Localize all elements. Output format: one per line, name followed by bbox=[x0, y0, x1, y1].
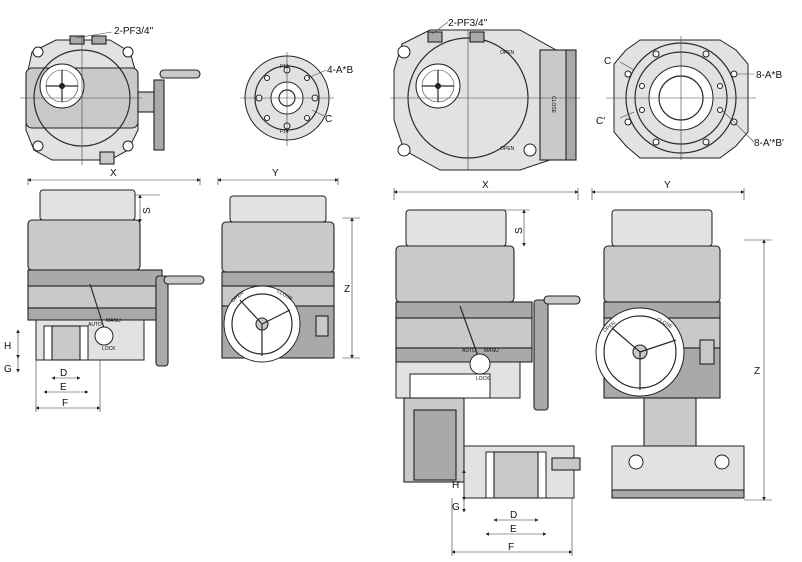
pf-label: 2-PF3/4" bbox=[114, 26, 154, 37]
handwheel bbox=[153, 79, 165, 151]
small-actuator-front-view: X S AUTO MANU LOCK D E F H G bbox=[4, 168, 205, 412]
flange-label-f14: F14 bbox=[280, 129, 289, 135]
conduit-port bbox=[469, 31, 485, 43]
manu-label: MANU bbox=[484, 348, 499, 354]
dim-y-label: Y bbox=[272, 168, 279, 179]
clutch-lever bbox=[94, 326, 114, 346]
manu-label: MANU bbox=[106, 318, 121, 324]
flange-label-f12: F12 bbox=[280, 64, 289, 70]
pf-label: 2-PF3/4" bbox=[448, 18, 488, 29]
dim-s-label: S bbox=[514, 227, 525, 234]
dim-y-label: Y bbox=[664, 180, 671, 191]
small-actuator-top-view: 2-PF3/4" bbox=[20, 26, 201, 165]
handwheel bbox=[533, 299, 549, 411]
conduit-port bbox=[427, 31, 443, 43]
dim-g-label: G bbox=[4, 364, 12, 375]
dim-g-label: G bbox=[452, 502, 460, 513]
conduit-port bbox=[91, 35, 107, 45]
open-label-2: OPEN bbox=[500, 146, 515, 152]
handwheel bbox=[155, 275, 169, 367]
dim-h-label: H bbox=[452, 480, 459, 491]
dim-h-label: H bbox=[4, 341, 11, 352]
dim-e-label: E bbox=[60, 382, 67, 393]
lock-label: LOCK bbox=[476, 376, 490, 382]
dim-f-label: F bbox=[508, 542, 514, 553]
dim-z-label: Z bbox=[344, 284, 350, 295]
bolt-label-4: 4-A*B bbox=[327, 65, 353, 76]
small-actuator-side-view: Y Z OPEN CLOSE bbox=[217, 168, 360, 363]
dim-s-label: S bbox=[142, 207, 153, 214]
dim-d-label: D bbox=[60, 368, 67, 379]
large-actuator-side-view: Y Z OPEN CLOSE bbox=[591, 180, 772, 501]
auto-label: AUTO bbox=[88, 322, 102, 328]
pcd-label-c-prime: C' bbox=[596, 116, 605, 127]
pcd-label-c: C bbox=[604, 56, 611, 67]
dim-e-label: E bbox=[510, 524, 517, 535]
small-flange-view: F12 F14 4-A*B C bbox=[240, 52, 353, 146]
lock-label: LOCK bbox=[102, 346, 116, 352]
dim-f-label: F bbox=[62, 398, 68, 409]
clutch-lever bbox=[469, 353, 491, 375]
conduit-port bbox=[69, 35, 85, 45]
open-label: OPEN bbox=[500, 50, 515, 56]
dim-x-label: X bbox=[110, 168, 117, 179]
bolt-label-8: 8-A*B bbox=[756, 70, 782, 81]
handwheel bbox=[565, 49, 577, 161]
dim-d-label: D bbox=[510, 510, 517, 521]
large-actuator-front-view: X S AUTO MANU LOCK H G D E F bbox=[393, 180, 581, 556]
pcd-label-c: C bbox=[325, 114, 332, 125]
close-label: CLOSE bbox=[550, 96, 556, 114]
bolt-label-8-prime: 8-A'*B' bbox=[754, 138, 784, 149]
dim-x-label: X bbox=[482, 180, 489, 191]
auto-label: AUTO bbox=[462, 348, 476, 354]
large-actuator-top-view: 2-PF3/4" OPEN CLOSE OPEN bbox=[390, 18, 580, 171]
large-flange-view: C C' 8-A*B 8-A'*B' bbox=[596, 36, 784, 160]
handwheel-crank bbox=[159, 69, 201, 79]
dim-z-label: Z bbox=[754, 366, 760, 377]
